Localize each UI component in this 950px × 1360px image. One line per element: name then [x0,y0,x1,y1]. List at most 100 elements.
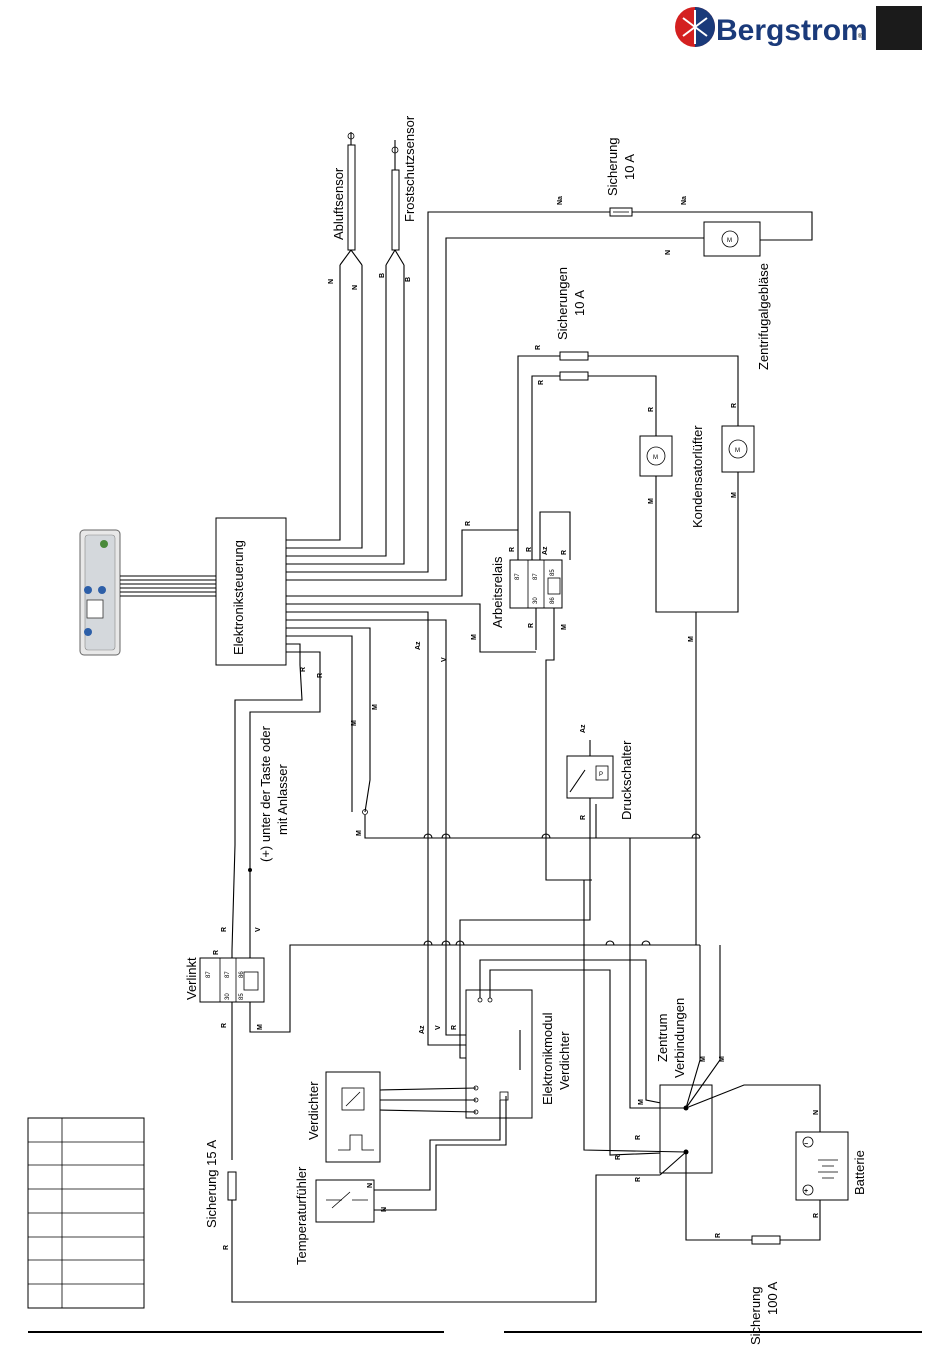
wire-code-r1: R [535,345,542,350]
battery-minus-symbol: − [804,1141,808,1148]
bergstrom-logo: Bergstrom ® [675,7,868,47]
fan-circuit [517,355,739,945]
frostschutzsensor-label: Frostschutzsensor [402,115,417,222]
panel-plus-button-icon [84,586,92,594]
wire-code-v3: V [435,1025,442,1030]
verlinkt-pin-87b: 87 [225,971,231,978]
wire-code-v2: V [255,927,262,932]
wire-code-r21: R [813,1213,820,1218]
panel-minus-button-icon [98,586,106,594]
ribbon-cable [120,575,216,597]
wire-code-r17: R [451,1025,458,1030]
fuse-mid-1-icon [559,351,589,361]
arbeitsrelais-pin-87b: 87 [533,573,539,580]
fuse-mid-2-icon [559,371,589,381]
panel-power-icon [100,540,108,548]
relay-wiring [286,511,592,881]
wire-code-r16: R [223,1245,230,1250]
blower-motor-icon [721,230,739,248]
arbeitsrelais-pin-86: 86 [550,597,556,604]
arbeitsrelais-pin-30: 30 [533,597,539,604]
kondensatorluefter-2-box [721,425,755,473]
blower-circuit [286,211,813,581]
wire-code-r11: R [317,673,324,678]
wire-code-m8: M [356,830,363,836]
wire-code-n5: N [381,1207,388,1212]
panel-display [86,599,104,619]
kondensatorluefter-1-box [639,435,673,477]
sicherung-top-label-2: 10 A [622,154,637,180]
temperaturfuehler-label: Temperaturfühler [294,1166,309,1265]
wire-code-az2: Az [415,641,422,650]
wire-code-n1: N [328,279,335,284]
wire-code-m2: M [731,492,738,498]
abluftsensor [339,132,363,266]
wire-code-n6: N [813,1110,820,1115]
elektronikmodul-label-2: Verdichter [557,1031,572,1090]
verdichter-box [325,1071,381,1163]
wire-code-r13: R [213,950,220,955]
blower-motor-symbol: M [727,238,732,244]
sicherungen-label-1: Sicherungen [555,267,570,340]
elektroniksteuerung-label: Elektroniksteuerung [231,540,246,655]
sicherung-top-label-1: Sicherung [605,137,620,196]
wire-code-az3: Az [580,724,587,733]
kondensator-motor-1-symbol: M [653,455,658,461]
wire-code-r19: R [615,1155,622,1160]
frostschutzsensor [385,140,405,266]
wire-code-m4: M [561,624,568,630]
verlinkt-label: Verlinkt [184,957,199,1000]
wire-code-m9: M [257,1024,264,1030]
verlinkt-relay-box [199,957,265,1003]
wire-code-n4: N [367,1183,374,1188]
kondensator-motor-2-symbol: M [735,448,740,454]
battery-plus-icon [802,1184,814,1196]
verlinkt-wiring [231,870,700,1303]
brand-reg-mark: ® [858,33,863,40]
verlinkt-pin-85: 85 [239,993,245,1000]
wire-code-m10: M [638,1099,645,1105]
wire-code-az4: Az [419,1025,426,1034]
taste-label-2: mit Anlasser [275,764,290,835]
wire-code-r2: R [538,380,545,385]
sicherung-15a-label: Sicherung 15 A [204,1139,219,1228]
battery-plus-symbol: + [804,1188,808,1195]
wire-code-r6: R [509,547,516,552]
elektronikmodul-box [465,989,533,1119]
control-panel [79,529,121,656]
wire-code-m7: M [351,720,358,726]
elektronikmodul-label-1: Elektronikmodul [540,1012,555,1105]
wire-code-r9: R [528,623,535,628]
sicherungen-label-2: 10 A [572,290,587,316]
switch-contact-icon [362,809,368,815]
wire-code-na2: Na [681,196,688,205]
sicherung-100a-label-2: 100 A [765,1281,780,1315]
wire-code-v1: V [441,657,448,662]
sicherung-100a-label-1: Sicherung [748,1286,763,1345]
wire-code-m5: M [471,634,478,640]
wire-code-n2: N [352,285,359,290]
wire-code-r22: R [715,1233,722,1238]
zentrum-label-1: Zentrum [655,1014,670,1062]
wire-code-n3: N [665,250,672,255]
legend-table [27,1117,145,1309]
temperaturfuehler-box [315,1179,375,1223]
verlinkt-pin-86: 86 [239,971,245,978]
wire-code-r7: R [526,547,533,552]
taste-label-1: (+) unter der Taste oder [258,725,273,862]
batterie-label: Batterie [852,1150,867,1195]
header-black-tab [876,6,922,50]
wire-code-r14: R [221,927,228,932]
wire-code-b2: B [405,277,412,282]
wire-code-r10: R [300,667,307,672]
wire-code-r12: R [580,815,587,820]
brand-name: Bergstrom [716,14,868,47]
wire-code-m6: M [372,704,379,710]
wire-code-az1: Az [542,546,549,555]
zentrifugalgeblaese-box [703,221,761,257]
wire-code-na1: Na [557,196,564,205]
wire-code-r18: R [635,1135,642,1140]
wire-code-r8: R [561,550,568,555]
